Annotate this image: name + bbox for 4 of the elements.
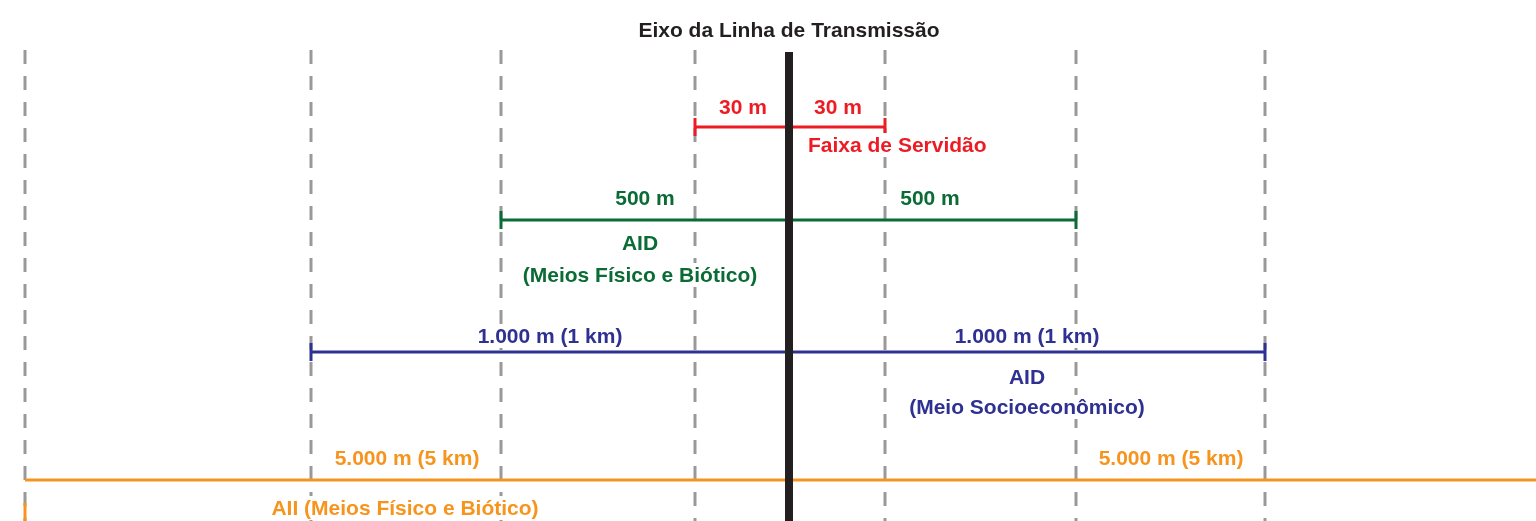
zone-label: AII (Meios Físico e Biótico) bbox=[269, 496, 541, 520]
zone-label: (Meios Físico e Biótico) bbox=[520, 263, 760, 287]
zone-label: (Meio Socioeconômico) bbox=[907, 395, 1147, 419]
zone-label: Faixa de Servidão bbox=[806, 133, 989, 157]
